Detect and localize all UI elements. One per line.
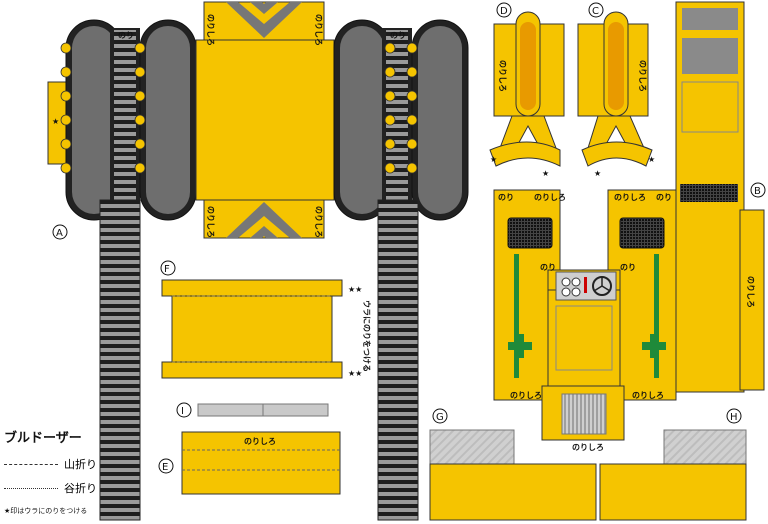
green-cross-left (508, 334, 532, 358)
tab-label-body7: のりしろ (510, 391, 542, 400)
tread-strip-right (377, 199, 419, 521)
svg-text:C: C (592, 6, 599, 17)
tab-label-c: のりしろ (638, 60, 647, 92)
svg-text:B: B (754, 186, 761, 197)
legend-valley-fold: 谷折り (4, 480, 97, 496)
svg-text:F: F (164, 264, 170, 275)
svg-text:I: I (181, 406, 184, 417)
tab-label-d: のりしろ (498, 60, 507, 92)
tab-label-body8: のりしろ (632, 391, 664, 400)
svg-text:A: A (56, 228, 63, 239)
part-e-strip: E のりしろ (158, 431, 341, 495)
part-main-body: のり のりしろ のりしろ のり のり のり のりしろ のりしろ のりしろ (493, 189, 677, 452)
mountain-fold-line-icon (4, 463, 58, 465)
legend-note: ★印はウラにのりをつける (4, 507, 88, 515)
part-b-cab: B のりしろ (675, 1, 766, 393)
tab-label-body9: のりしろ (572, 443, 604, 452)
tab-label-e: のりしろ (244, 437, 276, 446)
page-title: ブルドーザー (4, 431, 82, 446)
svg-text:G: G (436, 412, 444, 423)
star-mark: ★ (542, 169, 549, 178)
valley-fold-label: 谷折り (64, 482, 97, 495)
star-mark: ★★ (348, 369, 362, 378)
part-label-a: A (52, 224, 68, 240)
legend-mountain-fold: 山折り (4, 456, 97, 472)
star-mark: ★ (648, 155, 655, 164)
star-mark: ★★ (348, 285, 362, 294)
svg-text:D: D (500, 6, 508, 17)
part-f-panel: F ★★ ★★ ウラにのりをつける (160, 260, 371, 379)
chevron-stripes-bottom (226, 202, 302, 238)
svg-text:E: E (162, 462, 168, 473)
star-mark: ★ (594, 169, 601, 178)
mountain-fold-label: 山折り (64, 458, 97, 471)
tab-label-a5: のりしろ (206, 206, 215, 238)
part-c-arm: C ★ ★ のりしろ (577, 2, 655, 178)
tab-label-body5: のり (540, 263, 556, 272)
part-g-panel: G (429, 408, 597, 521)
tab-label-a4: のりしろ (314, 14, 323, 46)
tab-label-a1: のり (118, 31, 134, 40)
tab-label-a6: のりしろ (314, 206, 323, 238)
part-d-arm: D ★ ★ のりしろ (489, 2, 565, 178)
steering-wheel-icon (592, 276, 612, 296)
tread-strip-left (99, 199, 141, 521)
star-mark: ★ (52, 117, 59, 126)
tab-label-body3: のりしろ (614, 193, 646, 202)
green-cross-right (642, 334, 666, 358)
tab-label-a2: のり (390, 31, 406, 40)
star-mark: ★ (490, 155, 497, 164)
side-note: ウラにのりをつける (362, 300, 371, 372)
svg-text:H: H (730, 412, 738, 423)
valley-fold-line-icon (4, 487, 58, 489)
tab-label-body4: のり (656, 193, 672, 202)
part-h-panel: H (599, 408, 747, 521)
tab-label-body1: のり (498, 193, 514, 202)
tab-label-body6: のり (620, 263, 636, 272)
tab-label-a3: のりしろ (206, 14, 215, 46)
tab-label-body2: のりしろ (534, 193, 566, 202)
tab-label-b: のりしろ (746, 276, 755, 308)
chevron-stripes-top (226, 2, 302, 38)
part-i-strip: I (176, 402, 329, 418)
